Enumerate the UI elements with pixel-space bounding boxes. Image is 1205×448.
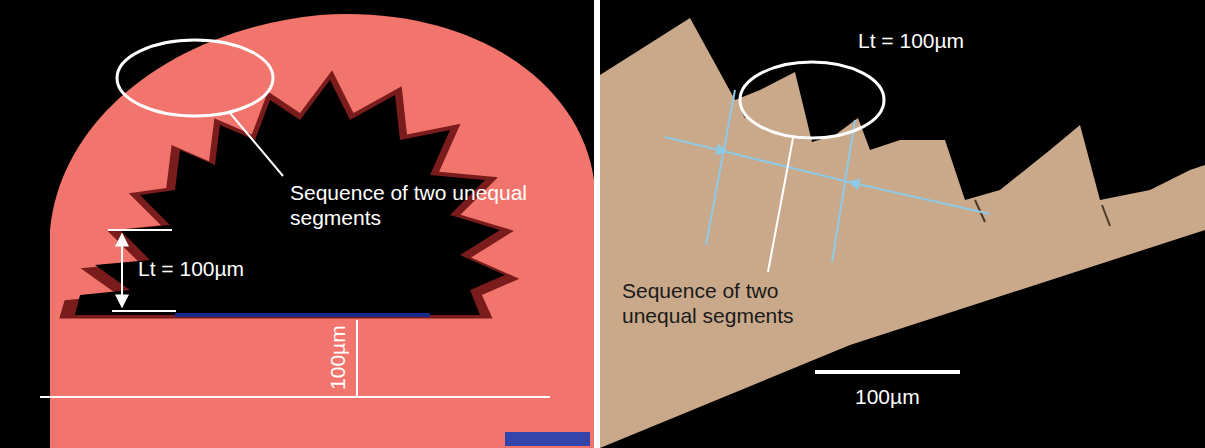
simulation-panel [0, 0, 594, 448]
callout-note: Sequence of two unequal segments [290, 180, 530, 230]
scale-bar-label: 100µm [855, 384, 965, 409]
dimension-label: Lt = 100µm [858, 28, 1008, 53]
dimension-label: 100µm [325, 310, 350, 406]
callout-note: Sequence of two unequal segments [622, 278, 842, 328]
dimension-label: Lt = 100µm [138, 256, 288, 281]
micrograph-panel [600, 0, 1205, 448]
